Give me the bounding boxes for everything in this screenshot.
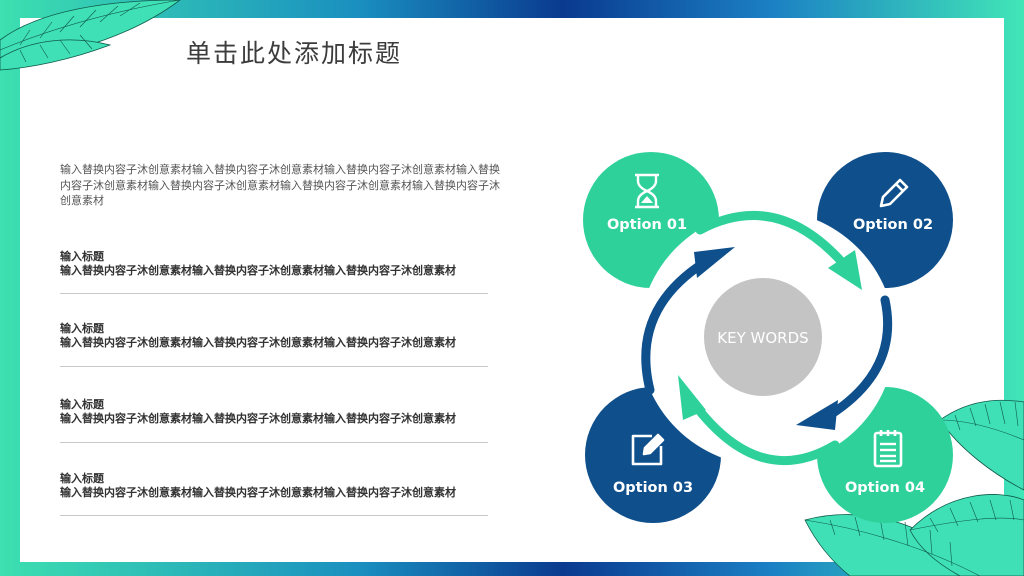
list-item: 输入标题 输入替换内容子沐创意素材输入替换内容子沐创意素材输入替换内容子沐创意素…: [60, 250, 488, 294]
edit-icon: [631, 433, 665, 466]
item-body[interactable]: 输入替换内容子沐创意素材输入替换内容子沐创意素材输入替换内容子沐创意素材: [60, 336, 456, 349]
option-03-label[interactable]: Option 03: [613, 480, 693, 496]
slide-title[interactable]: 单击此处添加标题: [186, 39, 403, 68]
item-heading[interactable]: 输入标题: [60, 250, 104, 263]
item-heading[interactable]: 输入标题: [60, 398, 104, 411]
intro-paragraph[interactable]: 输入替换内容子沐创意素材输入替换内容子沐创意素材输入替换内容子沐创意素材输入替换…: [60, 163, 500, 207]
leaf-decoration-bottom-right: [804, 399, 1024, 576]
option-04-label[interactable]: Option 04: [845, 480, 925, 496]
option-01-label[interactable]: Option 01: [607, 217, 687, 233]
divider-line: [60, 366, 488, 367]
leaf-decoration-top-left: [0, 0, 181, 71]
item-heading[interactable]: 输入标题: [60, 322, 104, 335]
item-body[interactable]: 输入替换内容子沐创意素材输入替换内容子沐创意素材输入替换内容子沐创意素材: [60, 486, 456, 499]
arrow-top: [695, 211, 862, 290]
arrow-bottom: [678, 375, 840, 466]
notepad-icon: [873, 430, 903, 468]
list-item: 输入标题 输入替换内容子沐创意素材输入替换内容子沐创意素材输入替换内容子沐创意素…: [60, 398, 488, 443]
list-item: 输入标题 输入替换内容子沐创意素材输入替换内容子沐创意素材输入替换内容子沐创意素…: [60, 472, 488, 516]
option-02-label[interactable]: Option 02: [853, 217, 933, 233]
item-heading[interactable]: 输入标题: [60, 472, 104, 485]
center-label: KEY WORDS: [717, 329, 808, 347]
hourglass-icon: [635, 173, 659, 209]
divider-line: [60, 293, 488, 294]
arrow-left: [641, 247, 735, 395]
center-circle[interactable]: [704, 278, 822, 396]
item-body[interactable]: 输入替换内容子沐创意素材输入替换内容子沐创意素材输入替换内容子沐创意素材: [60, 412, 456, 425]
item-body[interactable]: 输入替换内容子沐创意素材输入替换内容子沐创意素材输入替换内容子沐创意素材: [60, 264, 456, 277]
pen-icon: [879, 178, 909, 208]
list-item: 输入标题 输入替换内容子沐创意素材输入替换内容子沐创意素材输入替换内容子沐创意素…: [60, 322, 488, 367]
arrow-right: [796, 295, 893, 430]
divider-line: [60, 515, 488, 516]
divider-line: [60, 442, 488, 443]
